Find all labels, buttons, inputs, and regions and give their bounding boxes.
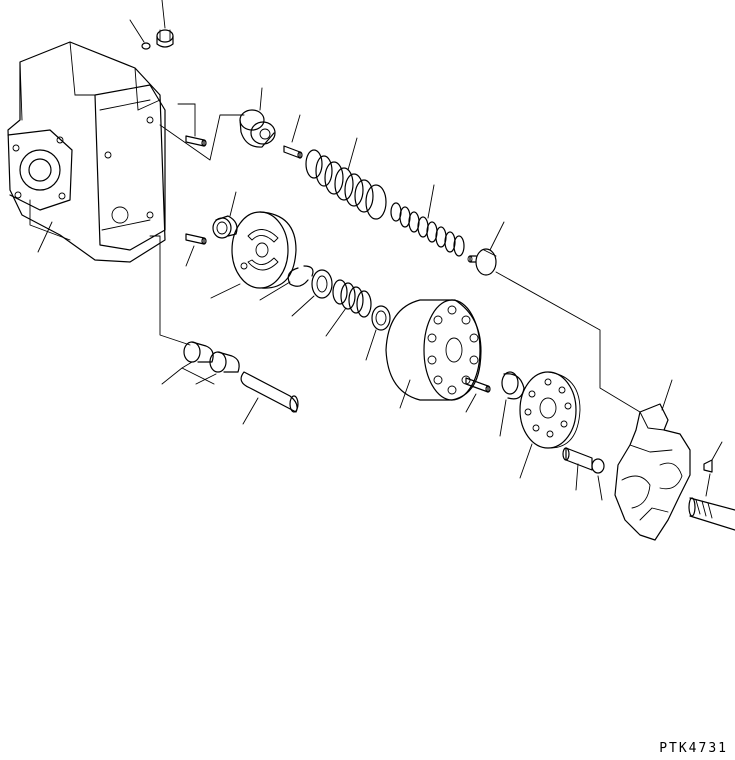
leader-spherical-bushing (499, 399, 507, 437)
leader-pin (291, 114, 301, 143)
screw-small (703, 459, 713, 473)
leader-bushings (161, 361, 217, 385)
leader-spring-small (427, 184, 435, 219)
leader-needle-bearing (229, 191, 237, 217)
plug (156, 29, 174, 48)
piston-shoe (562, 447, 605, 474)
spring-small (390, 202, 465, 257)
assembly-line-bottom (149, 235, 191, 346)
leader-spring-middle (325, 307, 347, 337)
leader-o-ring-small (129, 19, 145, 43)
assembly-line-top (159, 114, 245, 161)
assembly-line-seat (495, 271, 641, 413)
leader-housing (37, 221, 53, 253)
leader-screw-small (711, 441, 723, 461)
snap-ring (287, 265, 314, 287)
needle-bearing (212, 215, 238, 239)
leader-snap-ring (259, 281, 291, 301)
leader-piston-shoe-2 (597, 475, 603, 501)
leader-swash-plate (661, 379, 673, 411)
shaft-pin (240, 371, 299, 413)
leader-piston-shoe (575, 463, 579, 491)
center-pin (465, 377, 491, 393)
leader-retainer-plate (519, 443, 533, 479)
pump-housing (7, 41, 166, 263)
bushing-1 (183, 341, 214, 363)
leader-ring (365, 329, 377, 361)
drive-shaft (688, 497, 735, 531)
bushing-2 (209, 351, 240, 373)
spherical-bushing (501, 371, 525, 400)
dowel-pin-lower (185, 233, 207, 245)
leader-shaft-pin (242, 397, 259, 425)
spring-middle (332, 279, 372, 318)
cylinder-block (385, 299, 482, 401)
leader-valve-plate (210, 283, 241, 299)
leader-drive-shaft (705, 473, 711, 497)
servo-piston (239, 109, 276, 148)
leader-servo-piston (259, 87, 263, 111)
drawing-code-text: PTK4731 (659, 741, 728, 756)
leader-spring-seat (489, 221, 505, 251)
spring-seat (467, 248, 497, 276)
washer (311, 269, 333, 299)
dowel-pin-upper (185, 135, 207, 147)
ring (371, 305, 391, 331)
leader-center-pin (465, 393, 477, 413)
spring-large (305, 149, 387, 220)
pin (283, 145, 303, 159)
retainer-plate (519, 371, 581, 449)
leader-washer (291, 295, 315, 317)
leader-cylinder-block (399, 379, 411, 409)
leader-dowel-pin-lower (185, 245, 195, 267)
o-ring-small (141, 42, 151, 50)
valve-plate (231, 211, 297, 289)
leader-plug (161, 0, 166, 29)
leader-spring-large (347, 137, 358, 171)
swash-plate (614, 403, 691, 541)
